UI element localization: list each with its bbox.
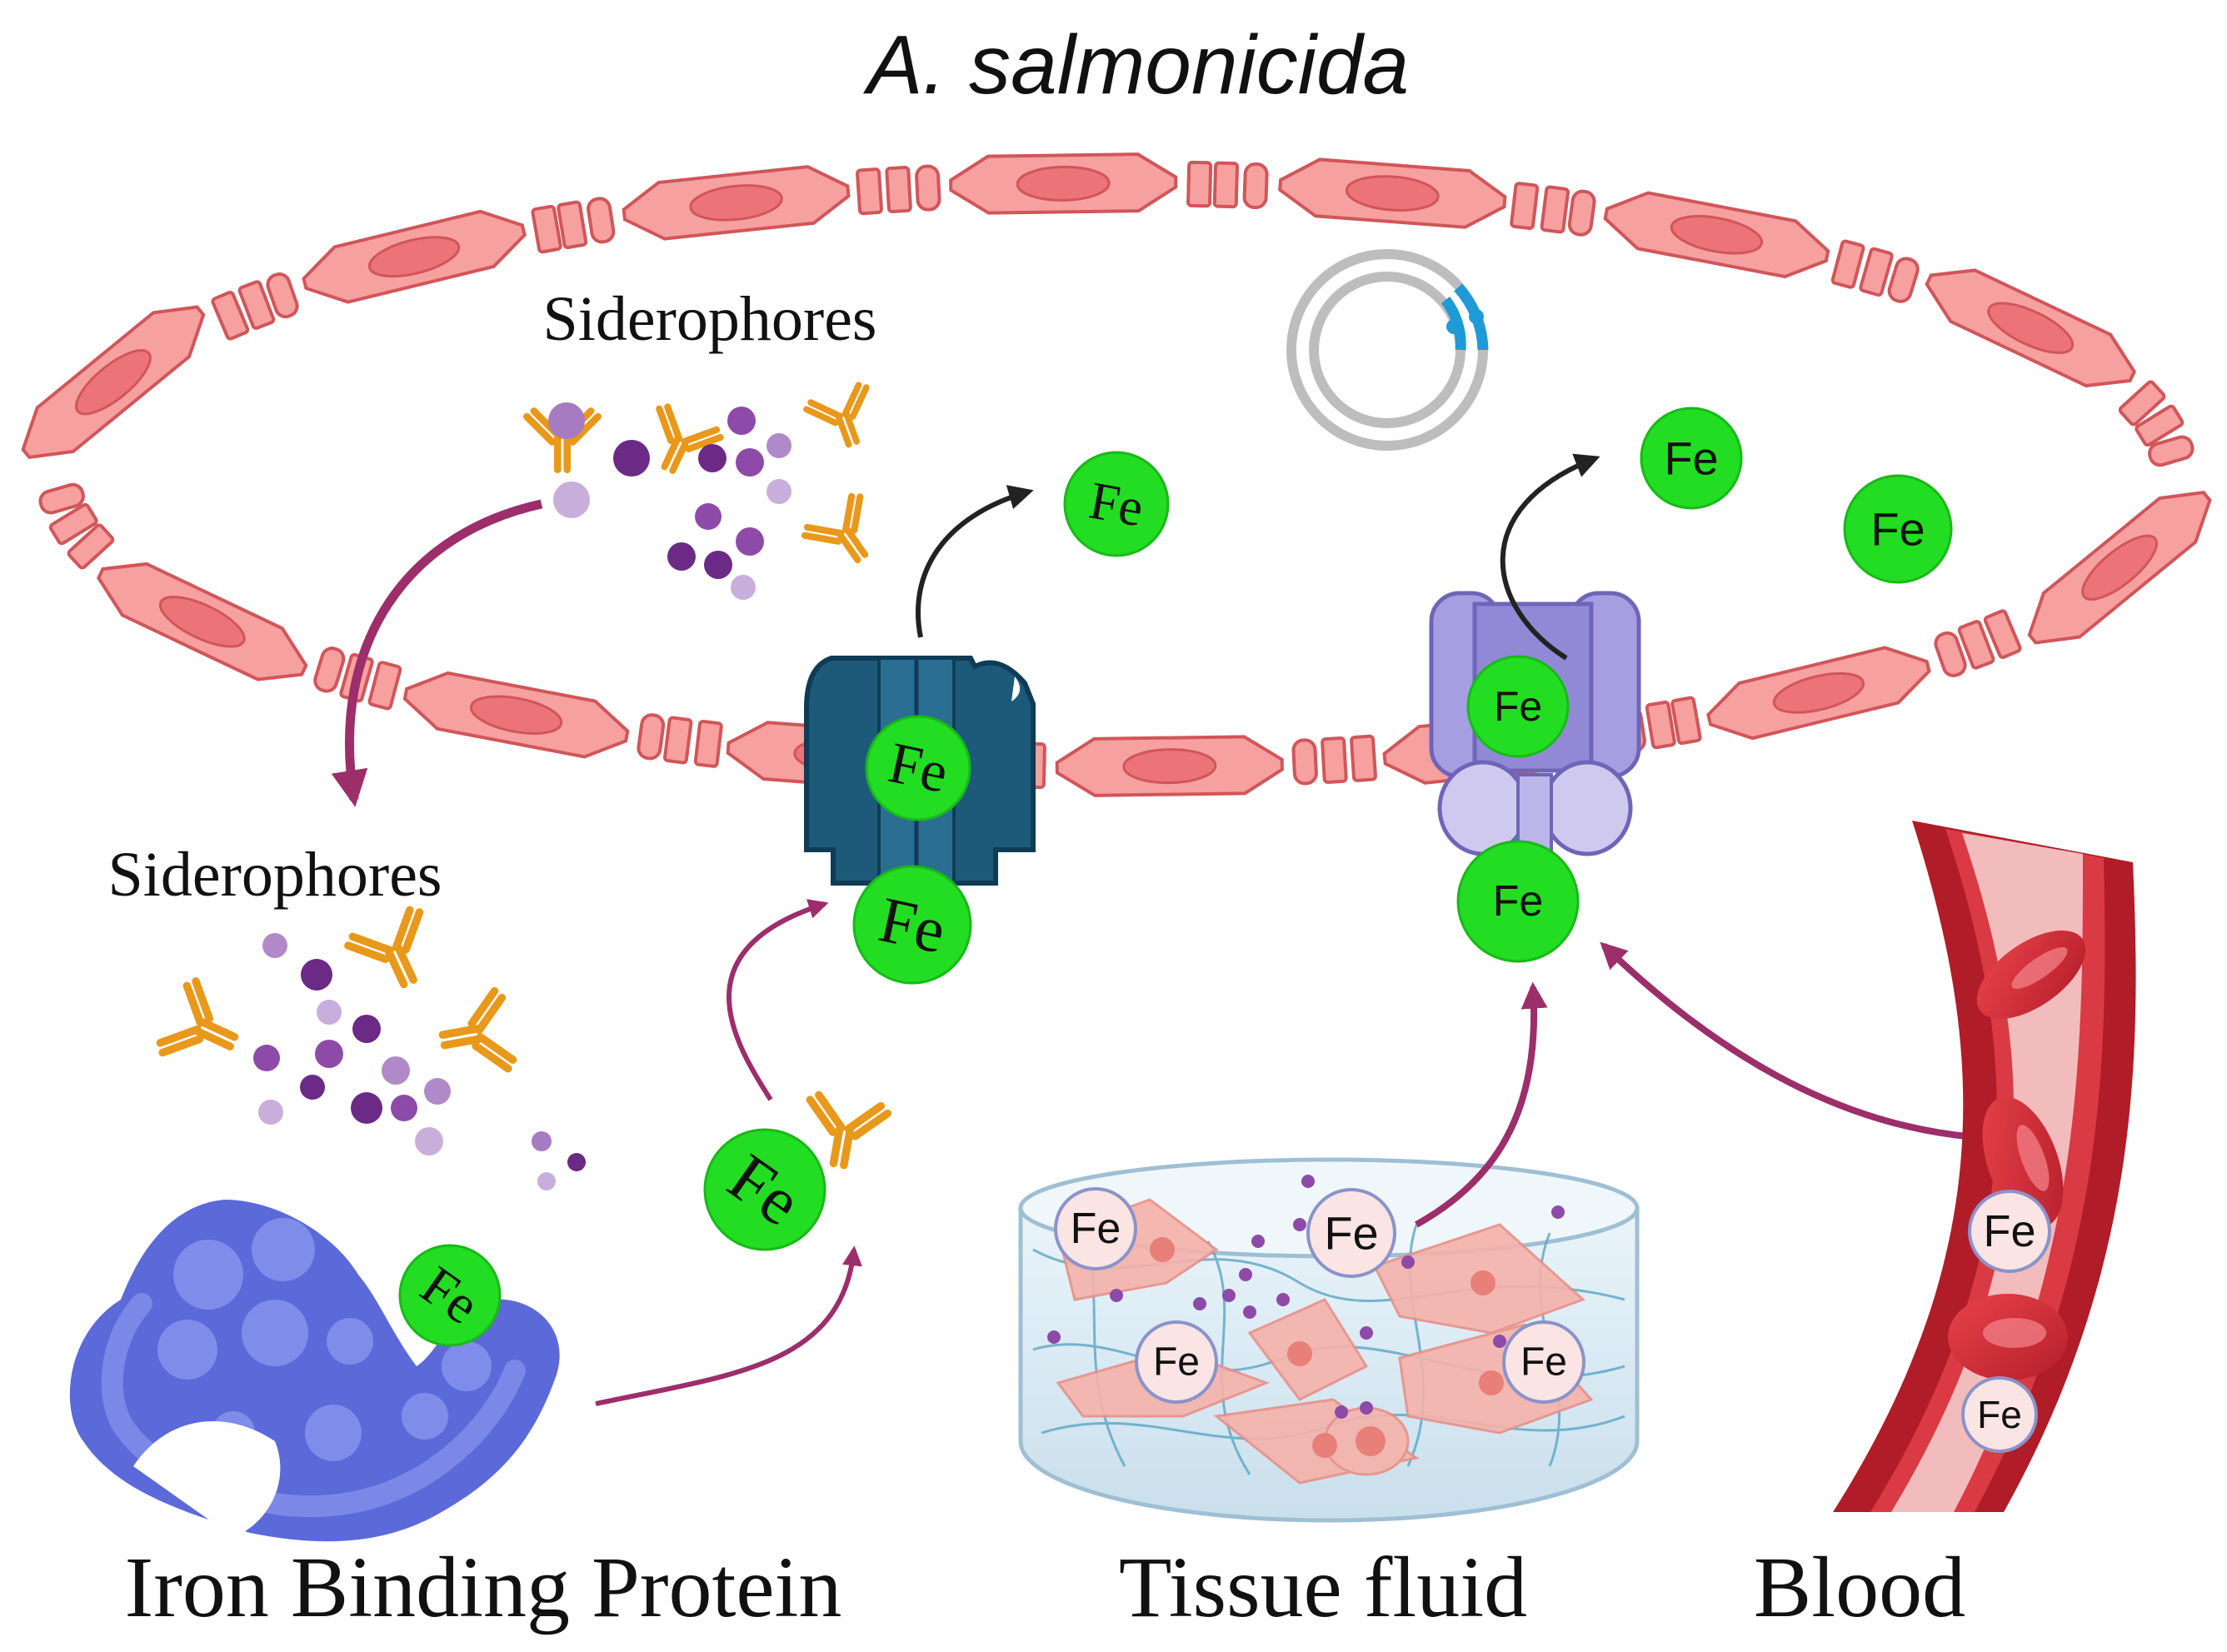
iron-fe-marker-bound: Fe bbox=[1054, 1187, 1137, 1270]
membrane-pore bbox=[1350, 734, 1377, 782]
iron-fe-marker: Fe bbox=[1063, 451, 1170, 557]
diagram-title: A. salmonicida bbox=[863, 18, 1409, 112]
bacterial-membrane bbox=[21, 152, 2212, 797]
membrane-pore bbox=[48, 502, 98, 546]
svg-text:Fe: Fe bbox=[1664, 432, 1718, 485]
membrane-cell bbox=[1925, 268, 2137, 388]
svg-text:Fe: Fe bbox=[1153, 1340, 1200, 1385]
membrane-pore bbox=[1510, 182, 1540, 230]
svg-text:Fe: Fe bbox=[1520, 1340, 1567, 1385]
membrane-cell bbox=[96, 561, 308, 681]
svg-text:Fe: Fe bbox=[1494, 683, 1542, 730]
membrane-pore bbox=[237, 280, 276, 330]
membrane-pore bbox=[531, 204, 562, 254]
membrane-pore bbox=[1242, 162, 1269, 210]
membrane-pore bbox=[693, 720, 723, 768]
arrow-protein-to-siderophore bbox=[595, 1245, 862, 1406]
membrane-pore bbox=[663, 716, 693, 765]
membrane-pore bbox=[915, 164, 941, 212]
arrow-blood-to-transporter bbox=[1600, 941, 1975, 1140]
membrane-pore bbox=[313, 646, 346, 693]
iron-fe-marker: Fe bbox=[865, 715, 971, 821]
iron-fe-marker-bound: Fe bbox=[1961, 1376, 2038, 1453]
membrane-pore bbox=[1957, 620, 1995, 670]
membrane-pore bbox=[1983, 609, 2022, 659]
membrane-pore bbox=[1186, 160, 1213, 208]
iron-fe-marker: Fe bbox=[1456, 840, 1580, 963]
iron-fe-marker: Fe bbox=[852, 865, 972, 985]
membrane-cell bbox=[1055, 735, 1284, 797]
svg-text:Fe: Fe bbox=[1085, 470, 1147, 537]
membrane-pore bbox=[557, 200, 588, 250]
svg-text:Fe: Fe bbox=[1870, 503, 1925, 556]
iron-fe-marker-bound: Fe bbox=[1306, 1188, 1396, 1278]
svg-text:Fe: Fe bbox=[1493, 877, 1544, 926]
iron-fe-marker: Fe bbox=[1466, 655, 1570, 758]
arrow-fe-import-right bbox=[1500, 453, 1600, 661]
membrane-cell bbox=[302, 209, 527, 304]
iron-binding-protein-icon bbox=[69, 1200, 560, 1542]
iron-fe-marker: Fe bbox=[1843, 474, 1953, 584]
membrane-cell bbox=[1603, 191, 1830, 279]
membrane-pore bbox=[1212, 161, 1240, 209]
iron-fe-marker-bound: Fe bbox=[1502, 1320, 1585, 1404]
membrane-cell bbox=[622, 165, 851, 241]
membrane-pore bbox=[1291, 738, 1318, 786]
siderophore-cluster-outside bbox=[157, 906, 586, 1190]
iron-fe-marker-bound: Fe bbox=[1135, 1320, 1218, 1404]
membrane-cell bbox=[1278, 157, 1507, 229]
membrane-pore bbox=[1887, 257, 1920, 303]
iron-fe-marker: Fe bbox=[703, 1128, 826, 1251]
membrane-pore bbox=[2118, 380, 2166, 427]
label-tissue-fluid: Tissue fluid bbox=[1119, 1540, 1527, 1635]
membrane-cell bbox=[402, 671, 630, 759]
membrane-pore bbox=[1830, 239, 1865, 289]
svg-text:Fe: Fe bbox=[1977, 1393, 2022, 1436]
arrow-siderophore-export bbox=[331, 499, 543, 807]
svg-text:Fe: Fe bbox=[883, 731, 953, 806]
membrane-pore bbox=[1670, 696, 1702, 746]
arrow-fe-import-left bbox=[916, 485, 1034, 638]
membrane-pore bbox=[266, 272, 299, 319]
membrane-pore bbox=[2148, 435, 2195, 467]
membrane-pore bbox=[1540, 185, 1570, 234]
svg-text:Fe: Fe bbox=[1071, 1205, 1121, 1253]
label-blood: Blood bbox=[1754, 1540, 1965, 1635]
plasmid-icon bbox=[1286, 249, 1489, 451]
membrane-pore bbox=[367, 661, 402, 711]
membrane-pore bbox=[211, 291, 250, 341]
membrane-pore bbox=[1934, 631, 1967, 677]
arrow-tissue-to-transporter bbox=[1415, 981, 1548, 1228]
iron-fe-marker: Fe bbox=[1640, 407, 1743, 510]
membrane-pore bbox=[637, 713, 666, 761]
membrane-cell bbox=[1706, 646, 1931, 741]
label-siderophores-outside: Siderophores bbox=[107, 840, 442, 910]
membrane-pore bbox=[67, 523, 115, 570]
svg-text:Fe: Fe bbox=[1983, 1206, 2035, 1256]
iron-fe-marker: Fe bbox=[398, 1244, 502, 1347]
svg-text:Fe: Fe bbox=[873, 882, 951, 966]
arrow-siderophore-to-transporter bbox=[727, 899, 829, 1101]
membrane-cell bbox=[2027, 491, 2212, 645]
membrane-pore bbox=[587, 197, 616, 244]
membrane-pore bbox=[885, 166, 912, 213]
label-siderophores-inside: Siderophores bbox=[542, 284, 876, 354]
membrane-pore bbox=[1859, 247, 1894, 297]
svg-text:Fe: Fe bbox=[1324, 1207, 1378, 1260]
label-iron-binding-protein: Iron Binding Protein bbox=[125, 1540, 842, 1635]
membrane-pore bbox=[1567, 189, 1596, 237]
membrane-pore bbox=[1321, 736, 1348, 784]
membrane-pore bbox=[2135, 404, 2185, 447]
membrane-cell bbox=[949, 152, 1178, 215]
iron-fe-marker-bound: Fe bbox=[1968, 1190, 2051, 1273]
membrane-pore bbox=[856, 167, 883, 216]
membrane-pore bbox=[1645, 700, 1676, 750]
membrane-pore bbox=[38, 482, 85, 515]
siderophore-cluster-inside bbox=[527, 383, 889, 600]
membrane-cell bbox=[21, 305, 206, 459]
